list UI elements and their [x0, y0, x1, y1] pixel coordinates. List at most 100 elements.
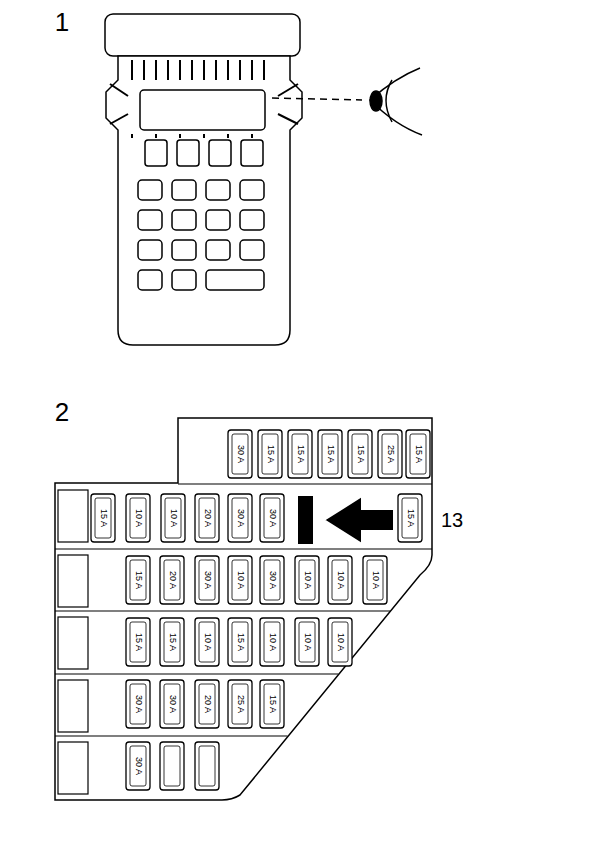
fuse-rating: 15 A: [236, 633, 245, 651]
fuse-rating: 30 A: [203, 571, 212, 589]
ray: [131, 60, 133, 80]
fuse: [260, 680, 284, 728]
fuse: [126, 742, 150, 790]
fuse: [160, 618, 184, 666]
fuse-rating: 15 A: [168, 633, 177, 651]
fuse-rating: 10 A: [336, 571, 345, 589]
fuse-rating: 15 A: [134, 633, 143, 651]
fuse: [228, 494, 252, 542]
fuse: [363, 556, 387, 604]
ray: [278, 84, 298, 96]
ray: [227, 60, 229, 80]
fuse-rating: 30 A: [268, 509, 277, 527]
fuse-rating: 20 A: [203, 695, 212, 713]
fuse-rating: 10 A: [203, 633, 212, 651]
key: [172, 270, 196, 290]
fuse: [126, 494, 150, 542]
empty-slot: [58, 555, 88, 607]
fuse-rating: 30 A: [268, 571, 277, 589]
fuse-box: [55, 418, 432, 800]
rail: [55, 735, 288, 736]
fuse: [195, 556, 219, 604]
key: [206, 240, 230, 260]
ray: [203, 60, 205, 80]
fuse: [195, 742, 219, 790]
fuses: [91, 430, 430, 790]
fuse: [160, 742, 184, 790]
fuse-rating: 30 A: [134, 757, 143, 775]
ray: [278, 114, 298, 124]
key: [206, 270, 264, 290]
empty-slot: [58, 742, 88, 794]
ray: [155, 60, 157, 80]
ray: [110, 84, 128, 96]
fuse-rating: 15 A: [268, 695, 277, 713]
fuse-rating: 10 A: [371, 571, 380, 589]
scan-tool: [105, 14, 302, 345]
ray: [167, 60, 169, 80]
ray: [239, 60, 241, 80]
key: [138, 210, 162, 230]
fuse-rating: 10 A: [236, 571, 245, 589]
ray: [215, 60, 217, 80]
fuse-rating: 15 A: [406, 509, 415, 527]
key: [138, 270, 162, 290]
fuse-rating: 10 A: [303, 633, 312, 651]
ray: [227, 134, 229, 138]
fuse-rating: 30 A: [134, 695, 143, 713]
fuse-rating: 15 A: [326, 445, 335, 463]
fuse: [258, 430, 282, 478]
fuse: [295, 556, 319, 604]
fuse: [228, 556, 252, 604]
fuse-rating: 25 A: [236, 695, 245, 713]
callout-number: 1: [55, 9, 69, 35]
eye: [272, 68, 422, 135]
key: [172, 240, 196, 260]
display-rays: [110, 60, 298, 138]
fuse: [260, 618, 284, 666]
fuse-rating: 10 A: [134, 509, 143, 527]
fuse: [195, 680, 219, 728]
fuse-rating: 15 A: [296, 445, 305, 463]
fuse: [91, 494, 115, 542]
ray: [191, 60, 193, 80]
fuse: [288, 430, 312, 478]
fuse: [126, 618, 150, 666]
fuse: [406, 430, 430, 478]
rail: [178, 483, 432, 484]
ray: [263, 60, 265, 80]
fuse-rating: 20 A: [203, 509, 212, 527]
fuse-rating: 25 A: [386, 445, 395, 463]
fuse: [160, 556, 184, 604]
fuse-rating: 15 A: [99, 509, 108, 527]
fuse-rating: 30 A: [168, 695, 177, 713]
ray: [251, 134, 253, 138]
ray: [179, 134, 181, 138]
fuse-rating: 10 A: [268, 633, 277, 651]
key: [206, 210, 230, 230]
rail: [55, 548, 432, 549]
fuse-rating: 15 A: [414, 445, 423, 463]
fuse: [398, 494, 422, 542]
empty-slot: [58, 680, 88, 732]
fuse: [260, 494, 284, 542]
fuse-rails: [55, 484, 432, 794]
fuse: [160, 680, 184, 728]
fuse-rating: 15 A: [266, 445, 275, 463]
rail: [55, 673, 338, 674]
callout-arrow: [298, 496, 394, 544]
key: [138, 180, 162, 200]
key: [138, 240, 162, 260]
callout-number: 2: [55, 399, 69, 425]
callout-number: 13: [441, 510, 463, 530]
ray: [155, 134, 157, 138]
empty-slot: [58, 617, 88, 669]
fuse: [195, 618, 219, 666]
key: [172, 180, 196, 200]
empty-slot: [58, 490, 88, 542]
keypad: [138, 180, 264, 290]
ray: [203, 134, 205, 138]
fuse-rating: 15 A: [134, 571, 143, 589]
